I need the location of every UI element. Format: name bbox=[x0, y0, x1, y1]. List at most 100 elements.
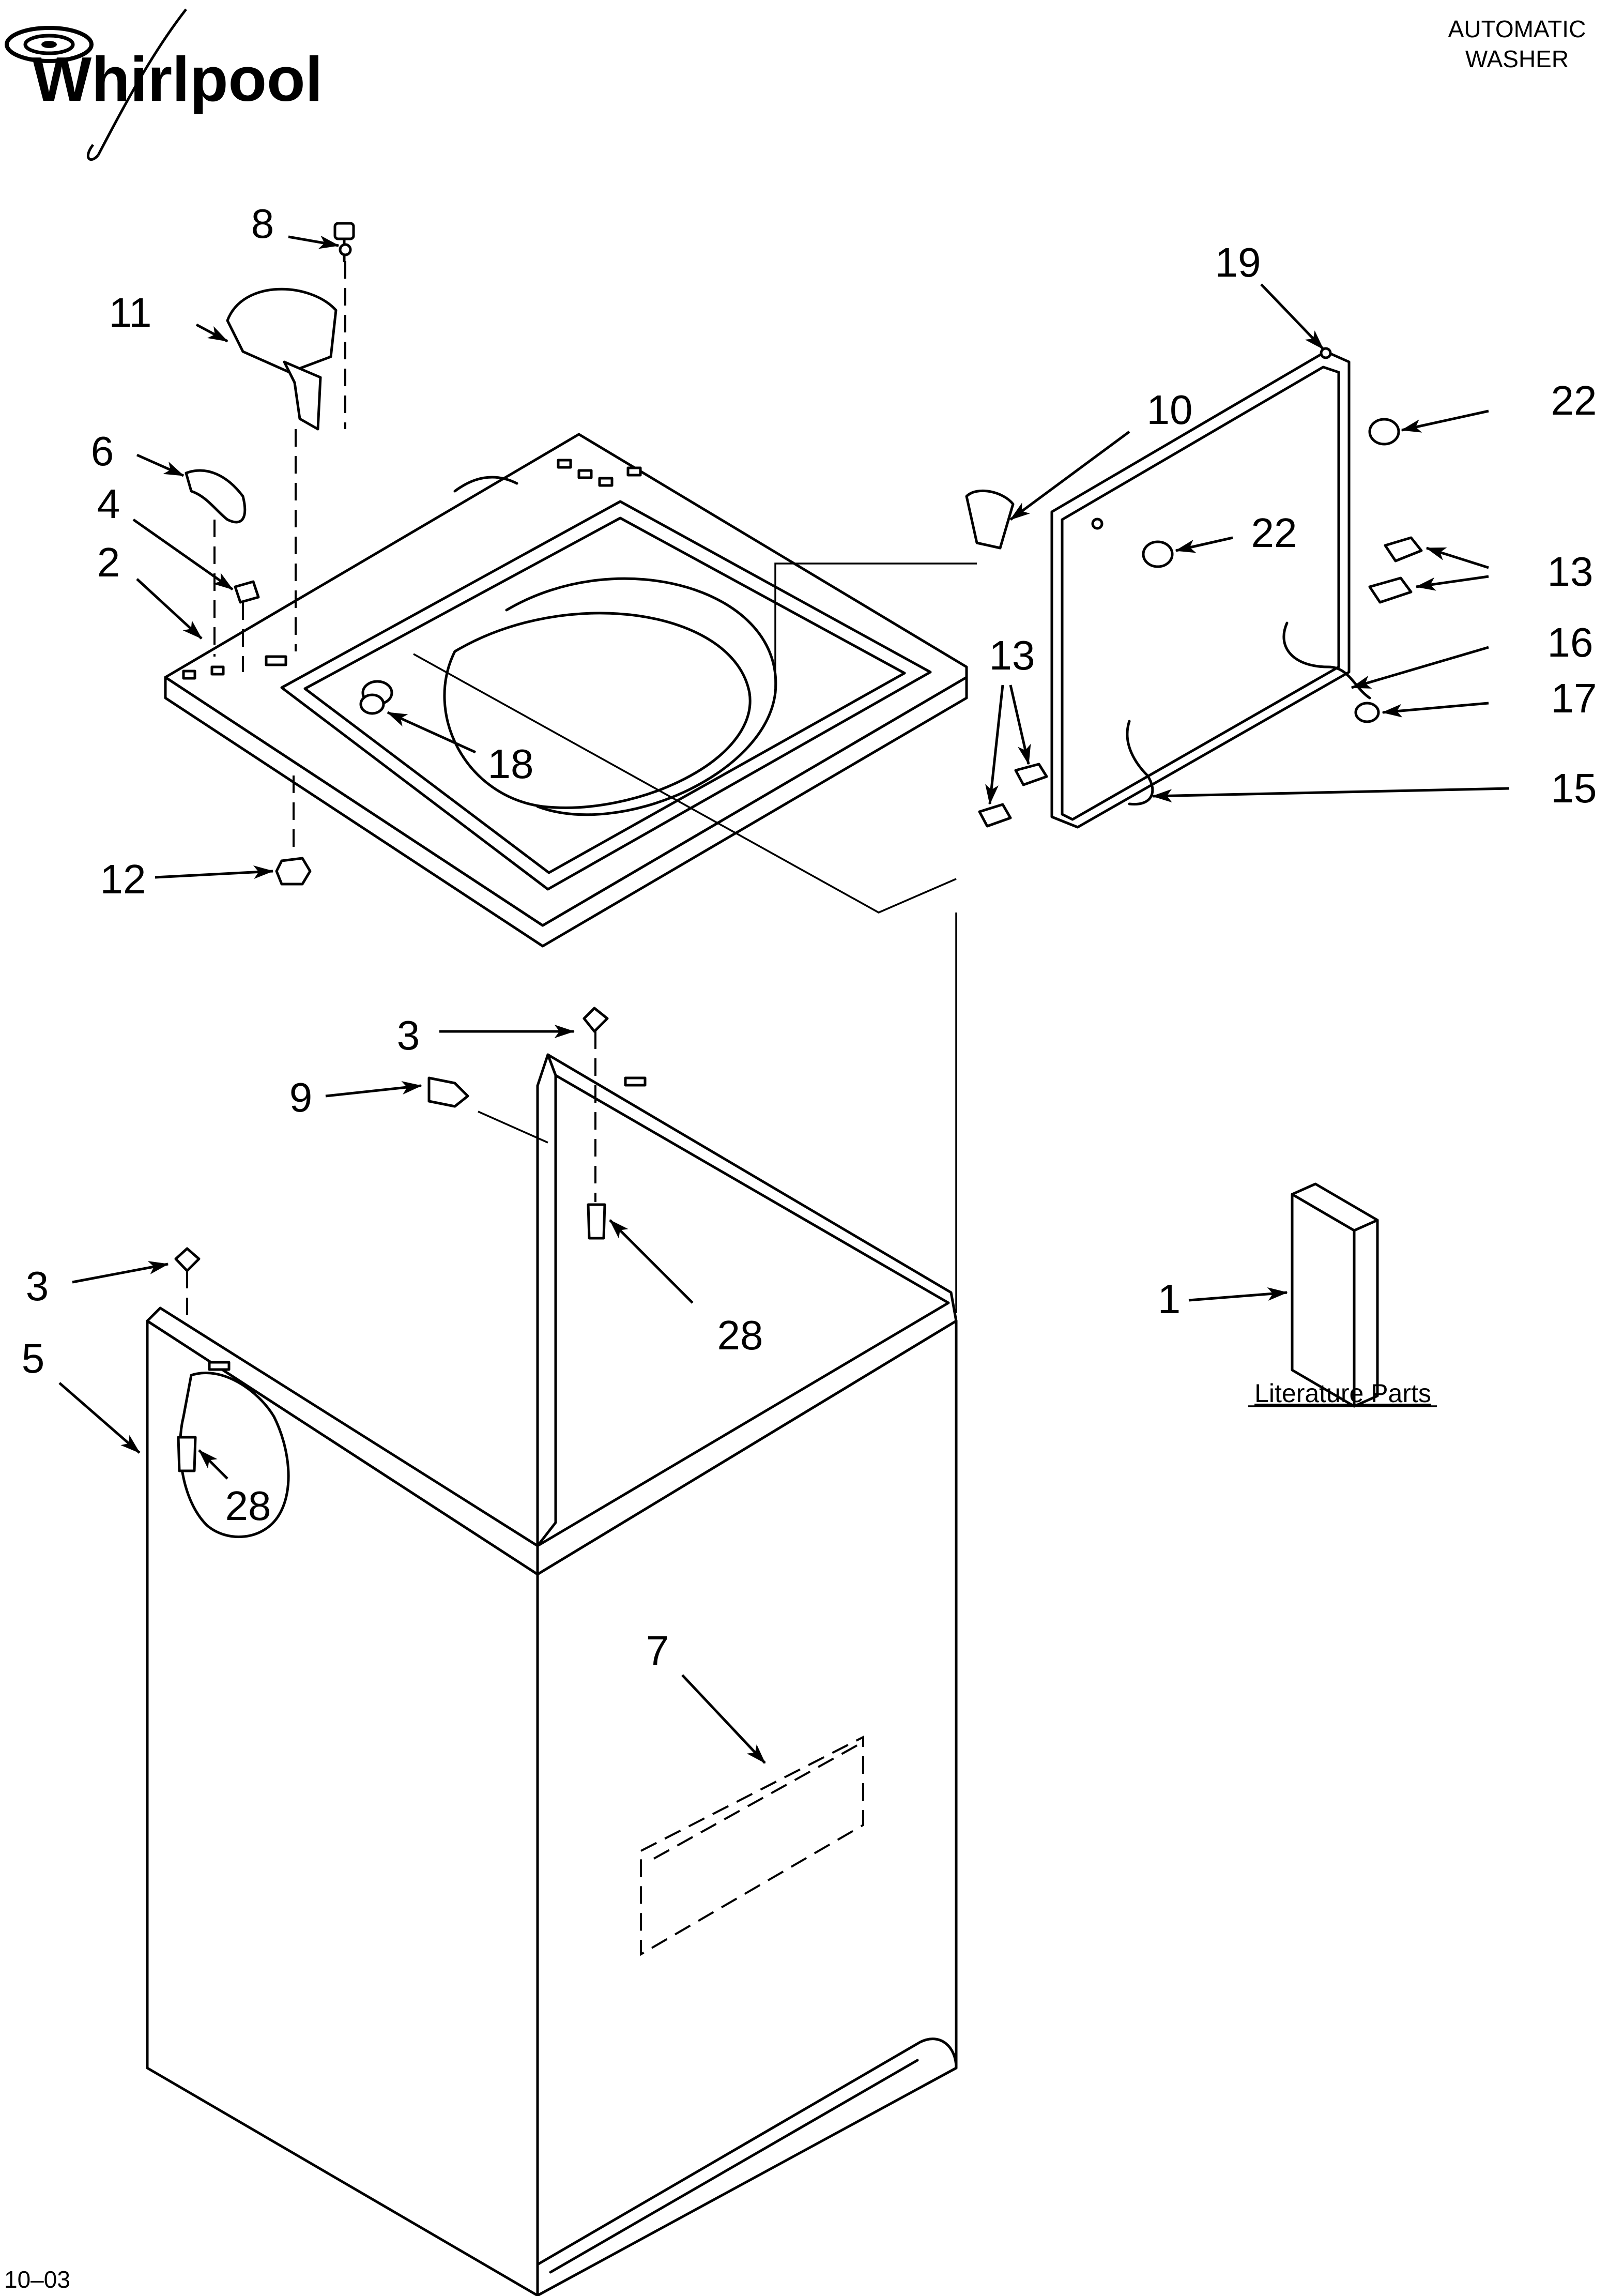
callout-12: 12 bbox=[100, 856, 146, 902]
leader-12 bbox=[155, 865, 274, 879]
callout-13a: 13 bbox=[1547, 549, 1593, 595]
clip-3a bbox=[583, 1007, 609, 1033]
top-panel-slot-a bbox=[557, 459, 572, 469]
leader-17 bbox=[1382, 702, 1489, 718]
callout-7: 7 bbox=[646, 1628, 669, 1674]
top-panel-slot-d bbox=[626, 466, 642, 477]
callout-22a: 22 bbox=[1551, 377, 1597, 423]
cabinet-back-post bbox=[536, 1053, 557, 1547]
callout-3a: 3 bbox=[397, 1012, 420, 1058]
whirlpool-logo: Whirlpool bbox=[5, 8, 323, 161]
leader-15 bbox=[1152, 787, 1510, 803]
leader-28a bbox=[609, 1219, 694, 1304]
leader-22b bbox=[1175, 536, 1233, 553]
leader-19 bbox=[1260, 283, 1324, 350]
header-title-line2: WASHER bbox=[1465, 45, 1569, 72]
hinge-screw-13b-upper bbox=[1014, 763, 1048, 786]
leader-9 bbox=[325, 1081, 422, 1098]
leader-11 bbox=[195, 323, 228, 343]
hinge-rod-15 bbox=[1126, 720, 1154, 806]
callout-4: 4 bbox=[97, 481, 120, 527]
footer-date-code: 10–03 bbox=[4, 2266, 70, 2293]
cabinet-5 bbox=[146, 1053, 958, 2296]
hinge-screw-13a-lower bbox=[1368, 576, 1413, 604]
nut-12-body bbox=[275, 857, 312, 886]
top-panel-surface bbox=[164, 433, 968, 927]
clip-4 bbox=[234, 580, 260, 604]
lid-switch-11 bbox=[226, 287, 338, 431]
lid-19-hole-b bbox=[1320, 347, 1332, 359]
callout-1: 1 bbox=[1158, 1276, 1181, 1322]
cabinet-top-rail bbox=[146, 1306, 539, 1576]
logo-swirl-outer-icon bbox=[5, 26, 94, 63]
hinge-clip-17 bbox=[1354, 702, 1380, 723]
leader-13b-1 bbox=[1009, 685, 1031, 765]
callout-2: 2 bbox=[97, 539, 120, 585]
clip-3b bbox=[174, 1247, 201, 1272]
clip-6-body bbox=[185, 469, 247, 524]
leader-8 bbox=[288, 235, 340, 249]
leader-13a-2 bbox=[1415, 575, 1489, 591]
callout-22b: 22 bbox=[1251, 510, 1297, 556]
clip-3a-body bbox=[583, 1007, 609, 1033]
cabinet-slot-b bbox=[208, 1361, 231, 1371]
leader-13a-1 bbox=[1426, 546, 1489, 569]
clip-3b-body bbox=[174, 1247, 201, 1272]
callout-8: 8 bbox=[251, 201, 274, 247]
hinge-screw-13b-lower bbox=[978, 803, 1012, 828]
lid-19-inner bbox=[1061, 366, 1340, 821]
header-title-line1: AUTOMATIC bbox=[1448, 16, 1586, 42]
assembly-line-top-to-lid bbox=[413, 653, 957, 914]
leader-5 bbox=[58, 1382, 141, 1454]
literature-pack-1 bbox=[1291, 1182, 1379, 1408]
cabinet-front bbox=[536, 1319, 958, 2296]
top-panel-slot-c bbox=[598, 477, 614, 487]
screw-9 bbox=[427, 1076, 469, 1108]
label-plate-7 bbox=[640, 1735, 864, 1956]
nut-12 bbox=[275, 857, 312, 886]
lid-19-frame bbox=[1050, 350, 1351, 829]
callout-13b: 13 bbox=[989, 632, 1035, 678]
lid-bumper-22a-body bbox=[1368, 418, 1400, 446]
hinge-screws-13b bbox=[978, 763, 1048, 828]
screw-8 bbox=[333, 222, 355, 263]
clip-4-body bbox=[234, 580, 260, 604]
screw-28a-body bbox=[587, 1203, 606, 1240]
lid-bumper-10 bbox=[965, 489, 1015, 550]
top-panel-rear-notch bbox=[453, 476, 518, 493]
leader-18 bbox=[387, 711, 477, 754]
lid-switch-11-actuator bbox=[283, 360, 322, 431]
callout-3b: 3 bbox=[26, 1263, 49, 1309]
lid-bumper-22a bbox=[1368, 418, 1400, 446]
callout-15: 15 bbox=[1551, 765, 1597, 811]
top-panel-slot-e bbox=[182, 670, 196, 680]
cabinet-slot-a bbox=[624, 1076, 647, 1087]
top-panel-slot-b bbox=[577, 469, 593, 479]
fill-inlet-18 bbox=[359, 680, 393, 715]
hinge-screw-13a-upper bbox=[1384, 536, 1423, 562]
fill-inlet-18-nozzle bbox=[359, 693, 385, 715]
lid-switch-11-body bbox=[226, 287, 338, 374]
leader-4 bbox=[132, 518, 234, 591]
screw-8-washer bbox=[339, 243, 352, 256]
literature-pack-top bbox=[1291, 1182, 1379, 1232]
callout-18: 18 bbox=[488, 741, 534, 787]
callout-16: 16 bbox=[1547, 619, 1593, 665]
callout-9: 9 bbox=[289, 1074, 313, 1120]
assembly-line-bumper-10 bbox=[774, 562, 977, 688]
leader-arrows bbox=[58, 235, 1510, 1764]
leader-16 bbox=[1351, 646, 1489, 689]
callout-11: 11 bbox=[109, 290, 151, 336]
leader-1 bbox=[1188, 1287, 1288, 1302]
leader-22a bbox=[1401, 409, 1489, 433]
top-panel bbox=[164, 433, 968, 948]
top-panel-opening-inner bbox=[303, 516, 906, 874]
callout-labels: 8 11 6 4 2 18 12 10 19 22 22 13 16 17 13… bbox=[22, 201, 1597, 1674]
logo-swirl-core-icon bbox=[41, 41, 57, 48]
screw-28b bbox=[177, 1436, 197, 1472]
callout-6: 6 bbox=[91, 428, 114, 474]
cabinet-toe-kick-inner bbox=[549, 2059, 919, 2274]
callout-19: 19 bbox=[1215, 239, 1261, 285]
screw-8-head bbox=[333, 222, 355, 240]
logo-swoosh-icon bbox=[97, 8, 187, 156]
